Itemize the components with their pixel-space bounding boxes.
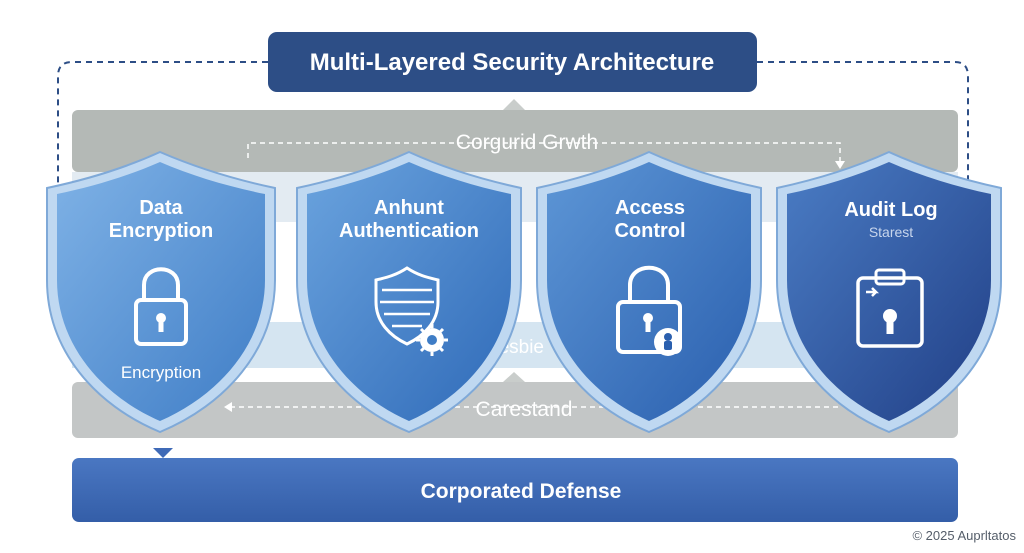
shield-title-line1: Access: [615, 197, 685, 219]
title-box: [268, 32, 757, 92]
shield-subtitle: Starest: [869, 224, 913, 240]
shield-title-line2: Authentication: [339, 220, 479, 242]
shield-access-control: Access Control: [536, 150, 762, 434]
page-title: Multi-Layered Security Architecture: [310, 49, 715, 76]
shield-title-line2: Encryption: [109, 220, 213, 242]
top-band-label: Corgurid Grwth: [456, 131, 598, 154]
base-band-label: Corporated Defense: [421, 480, 622, 503]
shield-data-encryption: Data Encryption Encryption: [46, 150, 276, 434]
copyright-text: © 2025 Auprltatos: [912, 528, 1016, 543]
lower-band: [72, 382, 958, 438]
clipboard-keyhole-icon: [856, 268, 924, 348]
up-arrow-icon-lower: [503, 372, 525, 382]
shield-title-line1: Data: [139, 197, 183, 219]
shield-title-line1: Audit Log: [844, 199, 937, 221]
padlock-icon: [134, 267, 188, 346]
shield-audit-log: Audit Log Starest: [776, 150, 1002, 434]
shield-title-line2: Control: [614, 220, 685, 242]
top-flow-arrowhead: [835, 161, 845, 169]
shield-gear-icon: [374, 266, 448, 356]
shield-authentication: Anhunt Authentication: [296, 150, 522, 434]
lower-band-label: Carestand: [476, 398, 573, 421]
outer-dashed-frame: [57, 61, 969, 190]
shield-caption: Encryption: [121, 363, 201, 382]
shield-title-line1: Anhunt: [374, 197, 444, 219]
padlock-with-user-icon: [616, 265, 682, 356]
top-flow-arrow: [247, 142, 841, 163]
lower-flow-arrowhead: [224, 402, 232, 412]
down-arrow-icon: [153, 448, 173, 458]
base-band: [72, 458, 958, 522]
up-arrow-icon: [503, 99, 525, 110]
top-band: [72, 110, 958, 172]
